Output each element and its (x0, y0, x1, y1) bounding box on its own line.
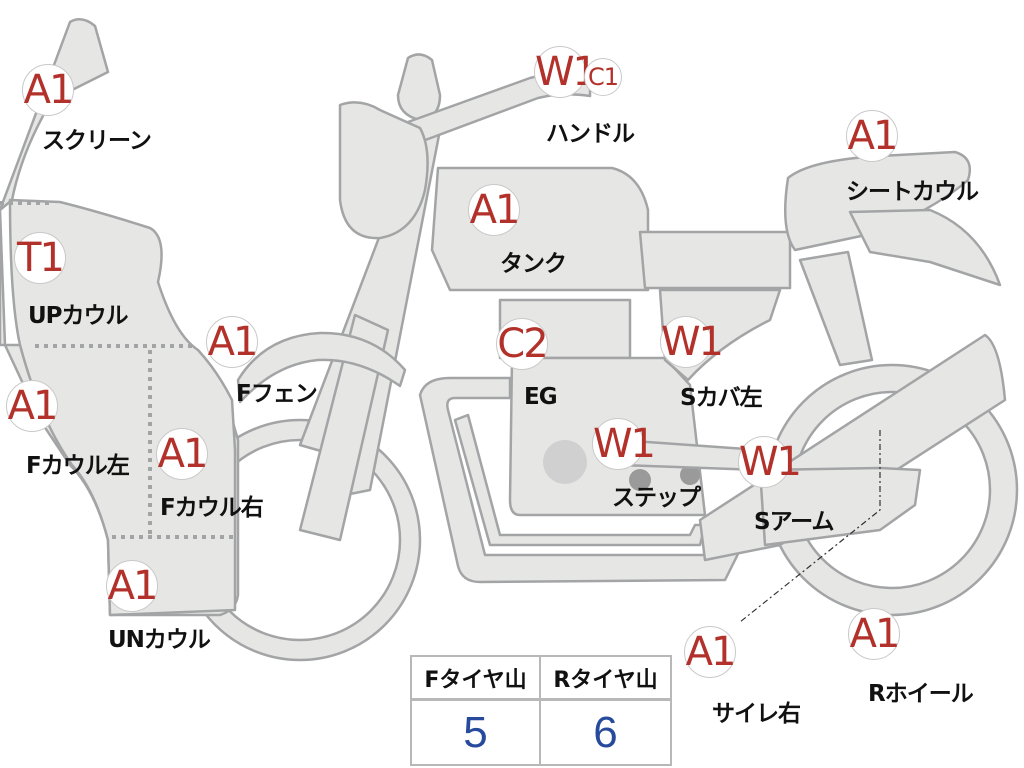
part-label: Fカウル右 (160, 495, 264, 521)
part-label: ハンドル (546, 121, 635, 147)
code-badge: A1 (156, 428, 208, 480)
part-label: Sカバ左 (680, 385, 763, 411)
part-label: EG (524, 384, 558, 410)
code-badge: W1 (592, 418, 656, 470)
code-badge: A1 (206, 316, 258, 368)
code-badge: A1 (684, 626, 736, 678)
frame (418, 376, 747, 584)
code-badge: A1 (848, 608, 900, 660)
code-badge: W1 (660, 316, 724, 368)
part-label: Sアーム (754, 509, 834, 535)
seat-cowl (783, 150, 972, 252)
part-label: UPカウル (28, 303, 129, 329)
code-badge: A1 (468, 184, 520, 236)
part-label: タンク (500, 251, 567, 277)
headlight (338, 101, 429, 240)
code-badge: W1 (738, 436, 802, 488)
value-front-tire: 5 (412, 701, 541, 764)
code-badge: A1 (6, 380, 58, 432)
part-label: ステップ (612, 485, 701, 511)
code-badge: T1 (14, 232, 66, 284)
part-label: UNカウル (108, 627, 211, 653)
part-label: サイレ右 (712, 701, 801, 727)
code-badge: W1 (534, 46, 598, 98)
code-badge: A1 (106, 560, 158, 612)
part-label: Rホイール (868, 681, 974, 707)
part-label: Fフェン (236, 381, 318, 407)
mirror (396, 53, 442, 122)
part-label: スクリーン (42, 128, 152, 154)
part-label: シートカウル (846, 179, 979, 205)
front-fender (236, 331, 407, 404)
tire-tread-table: Fタイヤ山 Rタイヤ山 5 6 (410, 655, 672, 766)
code-badge: A1 (22, 64, 74, 116)
header-front-tire: Fタイヤ山 (412, 657, 541, 701)
code-badge-secondary: C1 (584, 58, 622, 96)
part-label: Fカウル左 (26, 453, 130, 479)
header-rear-tire: Rタイヤ山 (541, 657, 670, 701)
code-badge: A1 (846, 110, 898, 162)
value-rear-tire: 6 (593, 707, 618, 757)
code-badge: C2 (496, 318, 549, 370)
